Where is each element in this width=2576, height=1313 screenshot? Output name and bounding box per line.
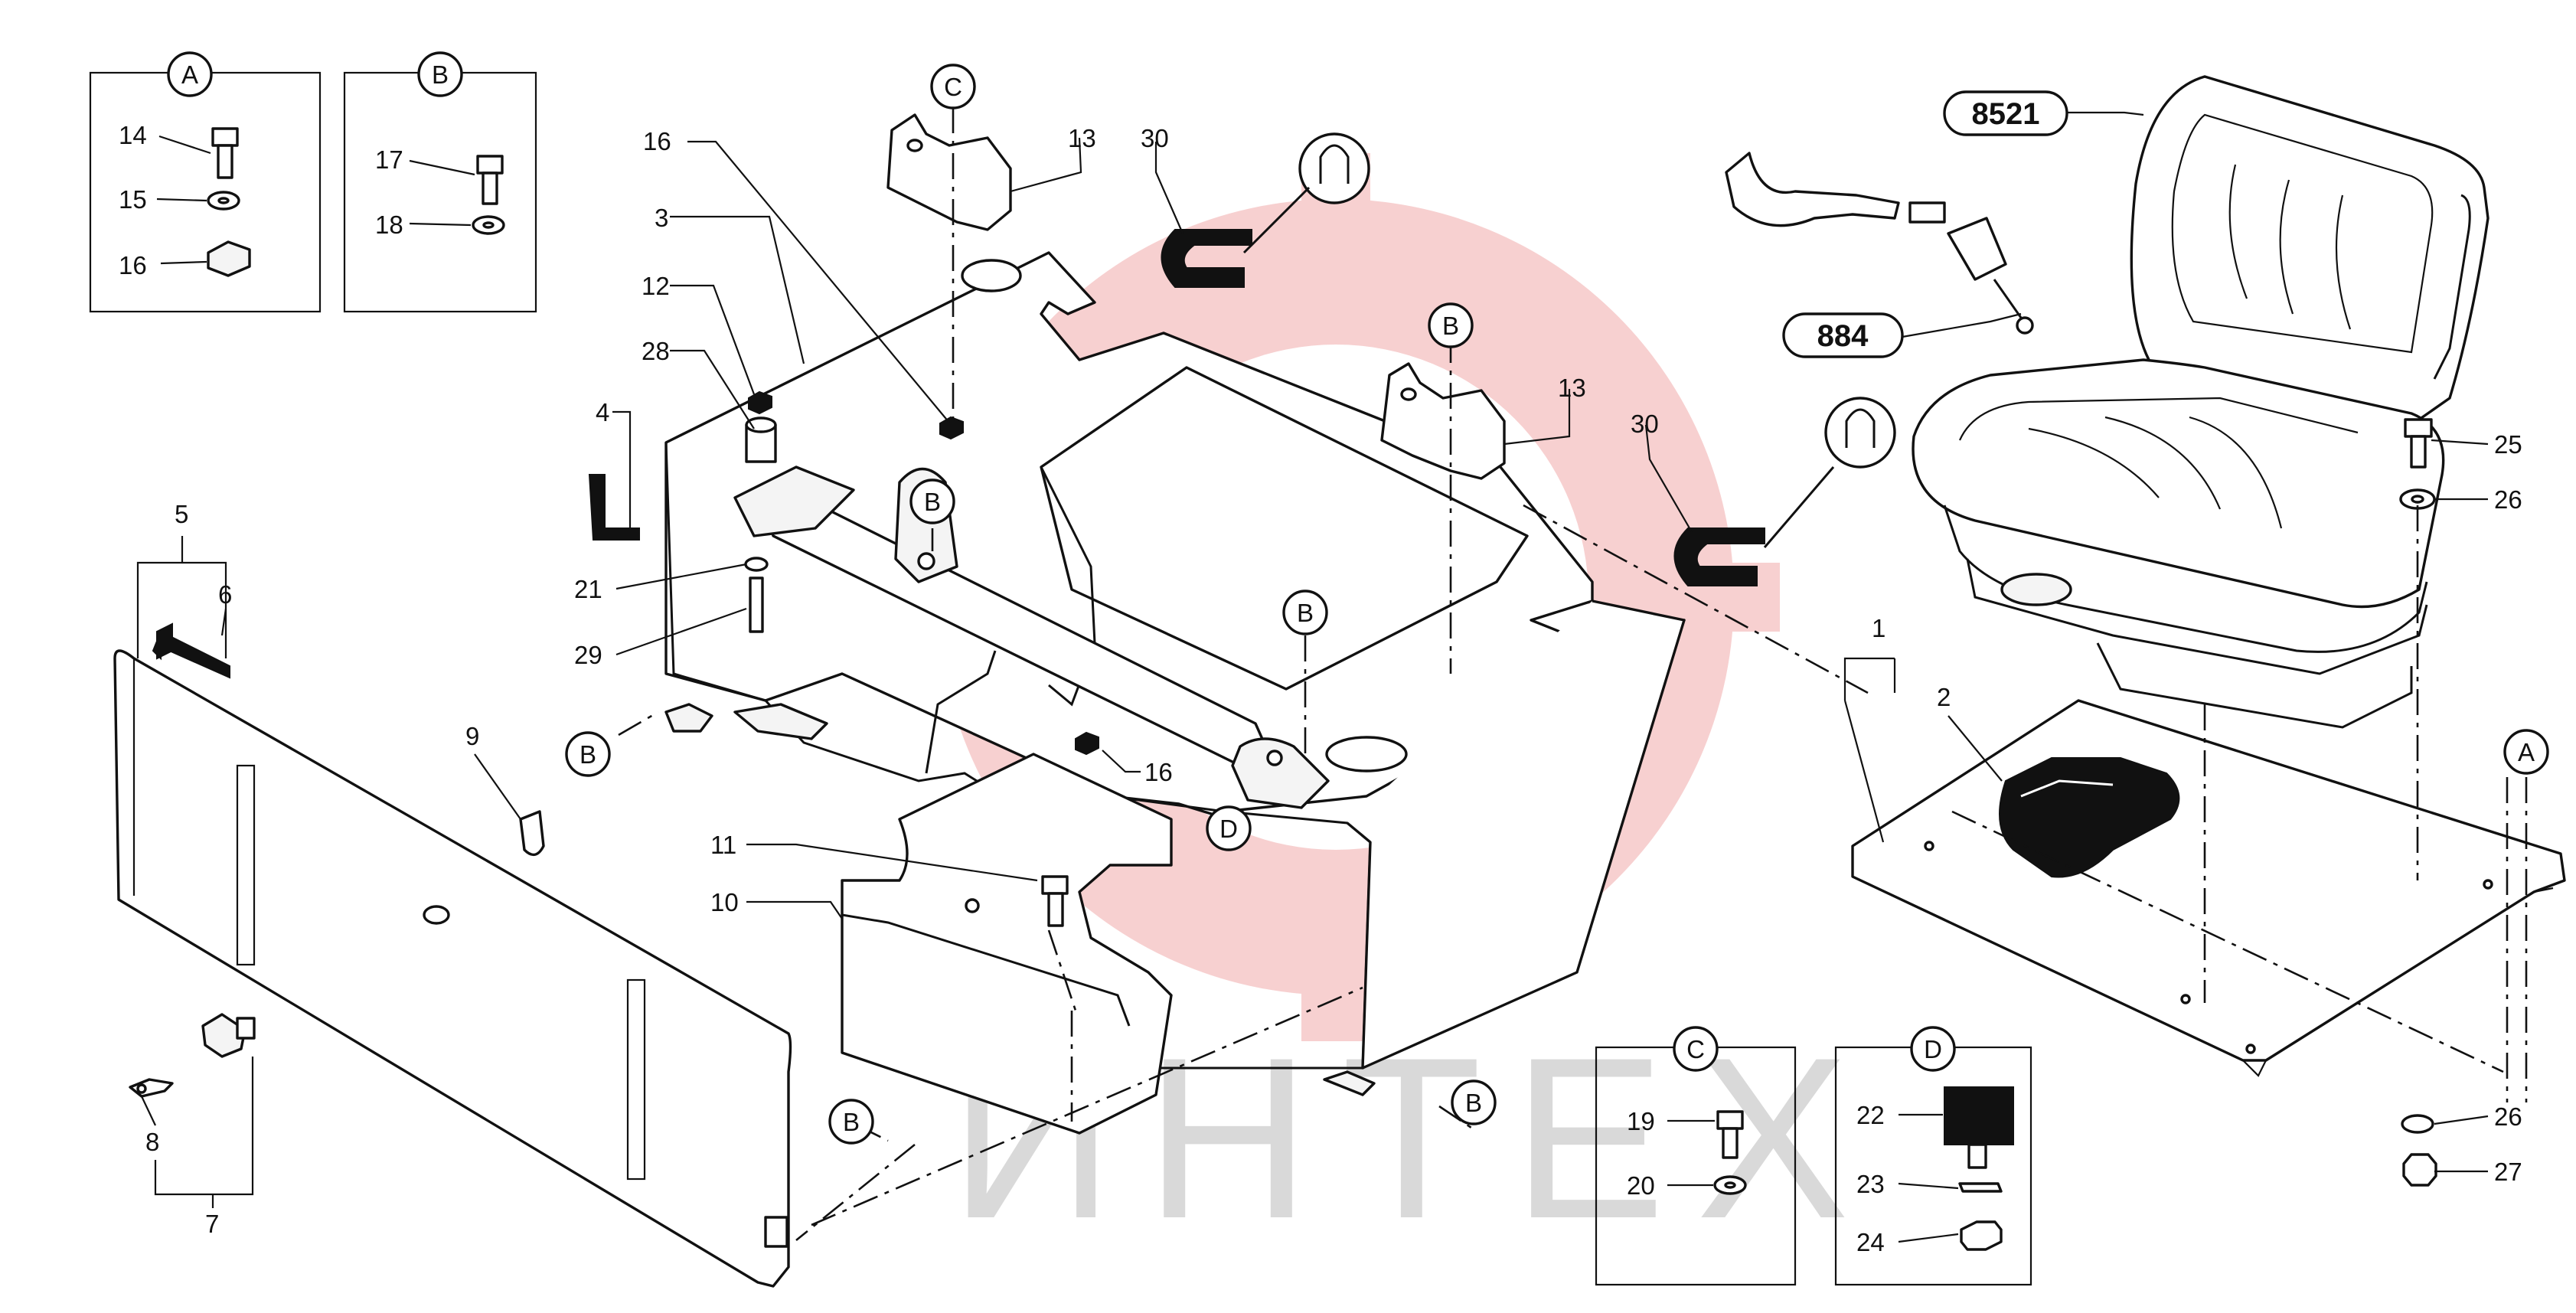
callout-3: 3 — [655, 204, 668, 232]
callout-16c: 16 — [1144, 758, 1173, 786]
reference-letter-bubbles: C B B B B D B B A — [565, 64, 2549, 1145]
callout-30a: 30 — [1141, 124, 1169, 152]
callout-7: 7 — [205, 1210, 219, 1238]
ref-seat-belt: 884 — [1817, 319, 1869, 353]
callout-27: 27 — [2494, 1158, 2522, 1186]
callout-30b: 30 — [1631, 410, 1659, 438]
seat-hardware — [2399, 418, 2437, 1187]
brackets-part-13 — [886, 113, 1506, 480]
reference-labels: 8521 884 — [1782, 90, 2068, 358]
callout-8: 8 — [145, 1128, 159, 1156]
bubble-c-top: C — [944, 73, 962, 101]
callout-19: 19 — [1627, 1107, 1655, 1135]
bubble-b-bracket: B — [924, 488, 941, 516]
detail-box-b: B 17 18 — [343, 51, 537, 313]
callout-23: 23 — [1856, 1170, 1885, 1198]
bubble-b-top: B — [1442, 312, 1459, 340]
callout-20: 20 — [1627, 1171, 1655, 1200]
callout-labels: 16 3 12 28 4 5 6 21 29 9 11 10 16 13 13 … — [145, 124, 2522, 1238]
callout-10: 10 — [710, 888, 739, 916]
callout-5: 5 — [175, 500, 188, 528]
ref-seat-kit: 8521 — [1972, 97, 2040, 131]
callout-29: 29 — [574, 641, 602, 669]
callout-13b: 13 — [1558, 374, 1586, 402]
callout-28: 28 — [642, 337, 670, 365]
callout-16a: 16 — [119, 251, 147, 279]
callout-13a: 13 — [1068, 124, 1096, 152]
front-panel-part-5 — [113, 649, 792, 1288]
callout-16b: 16 — [643, 127, 671, 155]
assembly-dashed-lines — [618, 107, 2528, 1242]
callout-21: 21 — [574, 575, 602, 603]
detail-box-d: D 22 23 24 — [1834, 1026, 2032, 1286]
callout-25: 25 — [2494, 430, 2522, 459]
callout-12: 12 — [642, 272, 670, 300]
callout-14: 14 — [119, 121, 147, 149]
letter-a: A — [181, 60, 198, 89]
callout-18: 18 — [375, 211, 403, 239]
hardware-small-parts — [129, 390, 1099, 1098]
callout-1: 1 — [1872, 614, 1885, 642]
edge-trims-part-30 — [1161, 132, 1896, 586]
seat-assembly-part-8521 — [1912, 75, 2489, 729]
leader-lines — [136, 111, 2489, 1208]
bubble-b-center: B — [1297, 599, 1314, 627]
callout-26b: 26 — [2494, 1102, 2522, 1131]
bubble-b-right: B — [1465, 1089, 1482, 1117]
callout-9: 9 — [465, 722, 479, 750]
base-plate-part-1 — [1851, 699, 2566, 1077]
bubble-b-left: B — [580, 740, 596, 769]
letter-b: B — [432, 60, 449, 89]
letter-d: D — [1924, 1035, 1942, 1063]
letter-c: C — [1686, 1035, 1705, 1063]
bubble-d: D — [1219, 815, 1238, 843]
callout-15: 15 — [119, 185, 147, 214]
callout-17: 17 — [375, 145, 403, 174]
tray-part-10 — [841, 753, 1173, 1135]
callout-4: 4 — [596, 398, 609, 426]
callout-6: 6 — [218, 580, 232, 609]
bubble-a: A — [2518, 738, 2535, 766]
callout-22: 22 — [1856, 1101, 1885, 1129]
callout-11: 11 — [710, 831, 736, 859]
detail-box-c: C 19 20 — [1595, 1026, 1797, 1286]
bubble-b-bottom: B — [843, 1108, 860, 1136]
callout-24: 24 — [1856, 1228, 1885, 1256]
seat-belt-part-884 — [1725, 152, 2034, 335]
callout-2: 2 — [1937, 683, 1951, 711]
callout-26a: 26 — [2494, 485, 2522, 514]
detail-box-a: A 14 15 16 — [89, 51, 322, 313]
seat-frame-assembly — [664, 251, 1686, 1096]
